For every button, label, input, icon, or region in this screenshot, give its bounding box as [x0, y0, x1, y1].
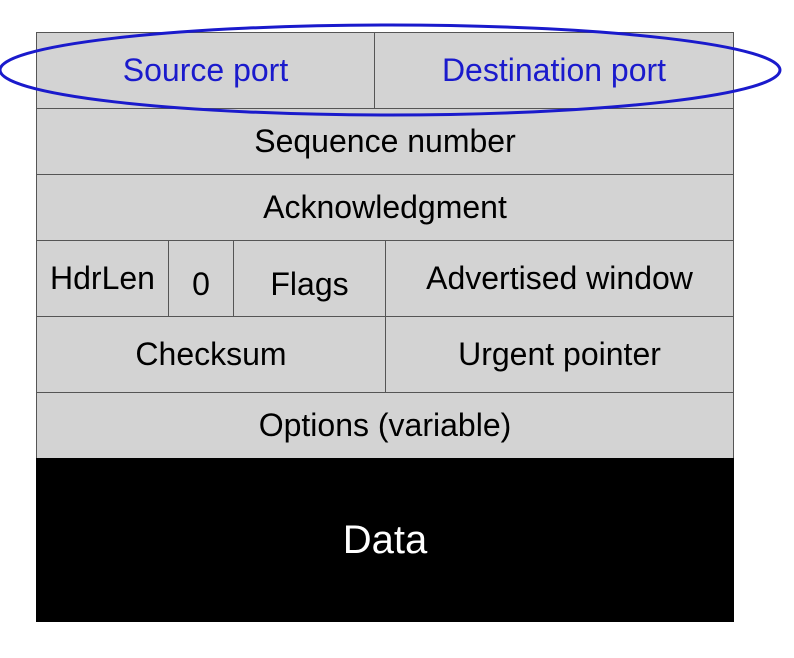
advertised-window-field: Advertised window [385, 240, 734, 317]
advertised-window-label: Advertised window [426, 260, 693, 296]
source-port-field: Source port [36, 32, 375, 109]
hdrlen-label: HdrLen [50, 260, 155, 296]
checksum-field: Checksum [36, 316, 386, 393]
options-label: Options (variable) [258, 407, 512, 443]
urgent-pointer-label: Urgent pointer [458, 336, 661, 372]
sequence-number-label: Sequence number [254, 123, 516, 159]
source-port-label: Source port [122, 52, 289, 88]
options-field: Options (variable) [36, 392, 734, 459]
urgent-pointer-field: Urgent pointer [385, 316, 734, 393]
acknowledgment-field: Acknowledgment [36, 174, 734, 241]
sequence-number-field: Sequence number [36, 108, 734, 175]
reserved-zero-field: 0 [168, 240, 234, 317]
reserved-zero-label: 0 [192, 266, 210, 302]
flags-field: Flags [233, 240, 386, 317]
acknowledgment-label: Acknowledgment [263, 189, 507, 225]
destination-port-label: Destination port [441, 52, 667, 88]
destination-port-field: Destination port [374, 32, 734, 109]
hdrlen-field: HdrLen [36, 240, 169, 317]
checksum-label: Checksum [135, 336, 287, 372]
data-block: Data [36, 458, 734, 622]
data-label: Data [342, 517, 428, 562]
flags-label: Flags [270, 266, 349, 302]
